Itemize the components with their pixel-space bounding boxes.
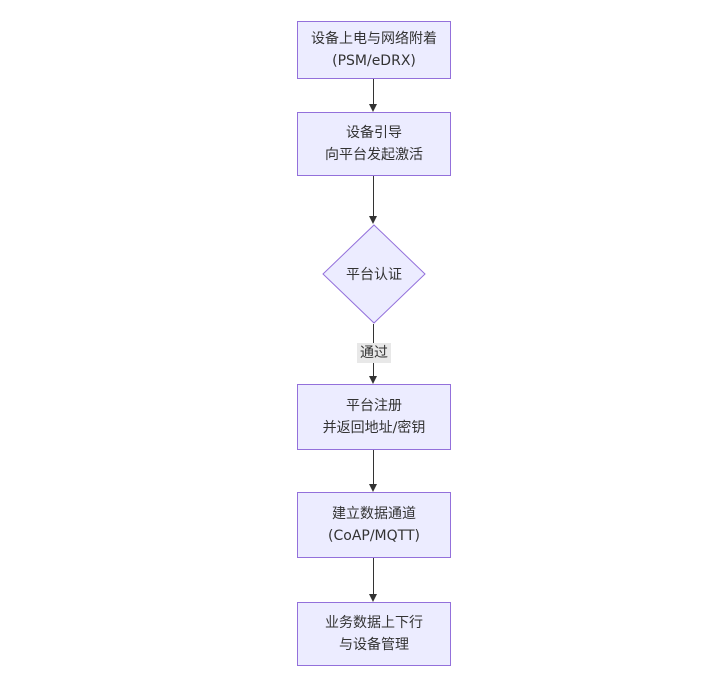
edge-line xyxy=(373,558,374,595)
edge-label-pass: 通过 xyxy=(357,343,391,363)
node-power-attach-line1: 设备上电与网络附着 xyxy=(311,31,437,47)
node-power-attach: 设备上电与网络附着 (PSM/eDRX) xyxy=(297,21,451,79)
node-platform-register: 平台注册 并返回地址/密钥 xyxy=(297,384,451,450)
edge-channel-to-business xyxy=(369,558,377,602)
arrowhead-icon xyxy=(369,216,377,224)
diamond-polygon xyxy=(322,224,426,324)
node-data-channel-line1: 建立数据通道 xyxy=(332,506,416,522)
node-bootstrap-line2: 向平台发起激活 xyxy=(325,147,423,163)
edge-line xyxy=(373,450,374,485)
arrowhead-icon xyxy=(369,376,377,384)
node-business-data-line1: 业务数据上下行 xyxy=(325,615,423,631)
node-data-channel-line2: (CoAP/MQTT) xyxy=(328,528,420,544)
diamond-shape xyxy=(322,224,426,324)
node-platform-auth-label: 平台认证 xyxy=(346,267,402,283)
node-platform-register-line2: 并返回地址/密钥 xyxy=(322,420,426,436)
node-platform-auth: 平台认证 xyxy=(322,224,426,324)
edge-register-to-channel xyxy=(369,450,377,492)
node-bootstrap-line1: 设备引导 xyxy=(346,125,402,141)
node-bootstrap: 设备引导 向平台发起激活 xyxy=(297,112,451,176)
node-data-channel: 建立数据通道 (CoAP/MQTT) xyxy=(297,492,451,558)
node-power-attach-line2: (PSM/eDRX) xyxy=(332,53,416,69)
node-business-data: 业务数据上下行 与设备管理 xyxy=(297,602,451,666)
edge-bootstrap-to-auth xyxy=(369,176,377,224)
arrowhead-icon xyxy=(369,594,377,602)
arrowhead-icon xyxy=(369,104,377,112)
edge-line xyxy=(373,176,374,217)
arrowhead-icon xyxy=(369,484,377,492)
edge-line xyxy=(373,79,374,105)
node-business-data-line2: 与设备管理 xyxy=(339,637,409,653)
edge-power-to-bootstrap xyxy=(369,79,377,112)
node-platform-register-line1: 平台注册 xyxy=(346,398,402,414)
